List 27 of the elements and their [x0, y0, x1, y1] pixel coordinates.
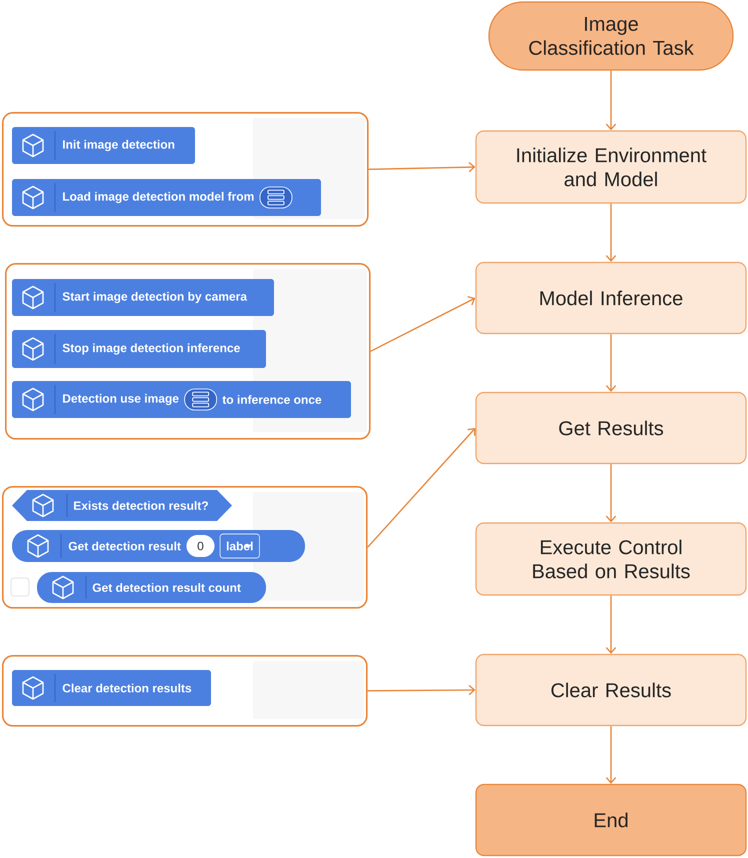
code-block: Load image detection model from [12, 179, 321, 216]
code-block: Clear detection results [12, 670, 211, 706]
process-box: Model Inference [475, 262, 747, 334]
code-block: Exists detection result? [12, 490, 232, 521]
value-field: 0 [186, 535, 214, 557]
process-box: Get Results [475, 392, 747, 464]
end-terminal: End [475, 784, 747, 856]
block-panel [2, 655, 368, 727]
start-terminal: Image Classification Task [488, 1, 734, 71]
process-box: Clear Results [475, 654, 747, 726]
code-block: Get detection result count [37, 572, 266, 603]
arrow [368, 684, 476, 696]
arrow [606, 334, 616, 392]
arrow [370, 296, 476, 352]
arrow [606, 726, 616, 784]
arrow [606, 70, 616, 130]
arrow [606, 464, 616, 522]
code-block: Start image detection by camera [12, 279, 274, 316]
arrow [367, 428, 476, 548]
process-box: Initialize Environment and Model [475, 130, 747, 204]
arrow [606, 204, 616, 262]
process-box: Execute Control Based on Results [475, 522, 747, 596]
code-block: Init image detection [12, 127, 195, 164]
code-block: Detection use image to inference once [12, 381, 351, 418]
arrow [606, 596, 616, 654]
code-block: Stop image detection inference [12, 330, 266, 368]
arrow [368, 162, 476, 172]
